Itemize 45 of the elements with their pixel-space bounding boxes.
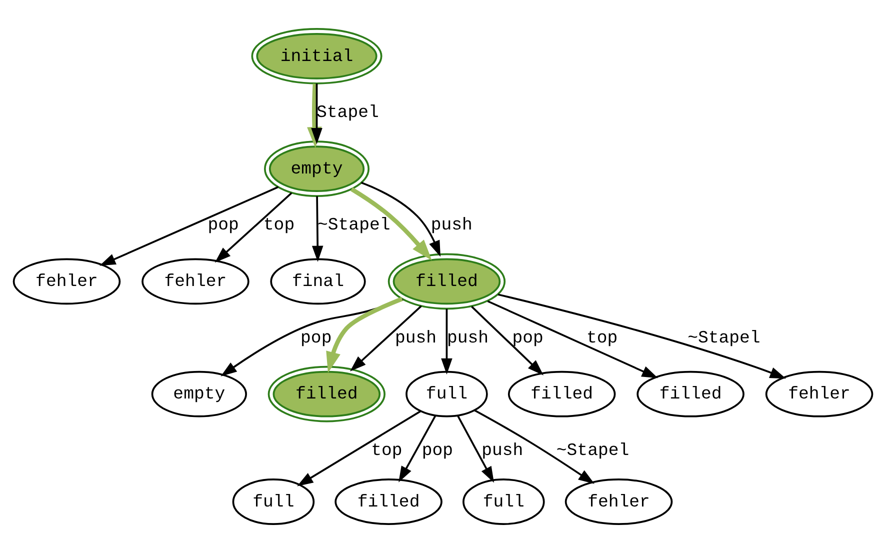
node-ellipse: fehler bbox=[564, 478, 673, 525]
node-ellipse: full bbox=[406, 370, 488, 418]
arrow bbox=[398, 415, 436, 482]
arrow bbox=[99, 186, 279, 266]
node-ellipse: initial bbox=[251, 28, 382, 84]
edge-label: ~Stapel bbox=[688, 329, 760, 348]
arrow bbox=[487, 300, 658, 378]
node-ellipse: final bbox=[270, 258, 366, 305]
arrow bbox=[326, 296, 403, 373]
node-ellipse: full bbox=[462, 478, 545, 525]
edge-label: push bbox=[446, 329, 489, 348]
edge-label: pop bbox=[208, 216, 239, 236]
edge-label: top bbox=[263, 216, 295, 236]
arrow bbox=[474, 410, 595, 484]
node-ellipse: filled bbox=[636, 370, 744, 418]
arrow bbox=[297, 410, 421, 486]
arrow bbox=[456, 415, 494, 483]
node-ellipse: filled bbox=[508, 370, 616, 418]
arrow bbox=[311, 84, 322, 144]
arrow bbox=[360, 182, 440, 257]
edge-label: top bbox=[371, 442, 402, 461]
node-ellipse: fehler bbox=[12, 258, 121, 305]
edge-label: pop bbox=[422, 442, 454, 461]
node-ellipse: filled bbox=[388, 253, 506, 310]
node-ellipse: fehler bbox=[765, 370, 874, 418]
arrow bbox=[441, 308, 452, 375]
node-ellipse: filled bbox=[334, 478, 442, 525]
edge-label: Stapel bbox=[316, 104, 379, 124]
arrow bbox=[350, 305, 422, 372]
arrow bbox=[471, 306, 544, 376]
arrow bbox=[312, 196, 324, 262]
node-ellipse: filled bbox=[268, 366, 386, 422]
node-ellipse: fehler bbox=[142, 258, 250, 305]
edge-label: top bbox=[586, 329, 618, 348]
edge-label: push bbox=[430, 216, 472, 236]
edge-label: push bbox=[394, 329, 437, 348]
edge-label: pop bbox=[512, 329, 544, 348]
edge-label: pop bbox=[300, 329, 332, 348]
edge-label: push bbox=[482, 442, 524, 461]
arrow bbox=[498, 294, 786, 379]
edge-label: ~Stapel bbox=[556, 442, 630, 461]
arrow bbox=[214, 192, 292, 263]
node-ellipse: empty bbox=[151, 370, 247, 418]
node-ellipse: empty bbox=[264, 140, 370, 197]
node-ellipse: full bbox=[232, 478, 315, 525]
